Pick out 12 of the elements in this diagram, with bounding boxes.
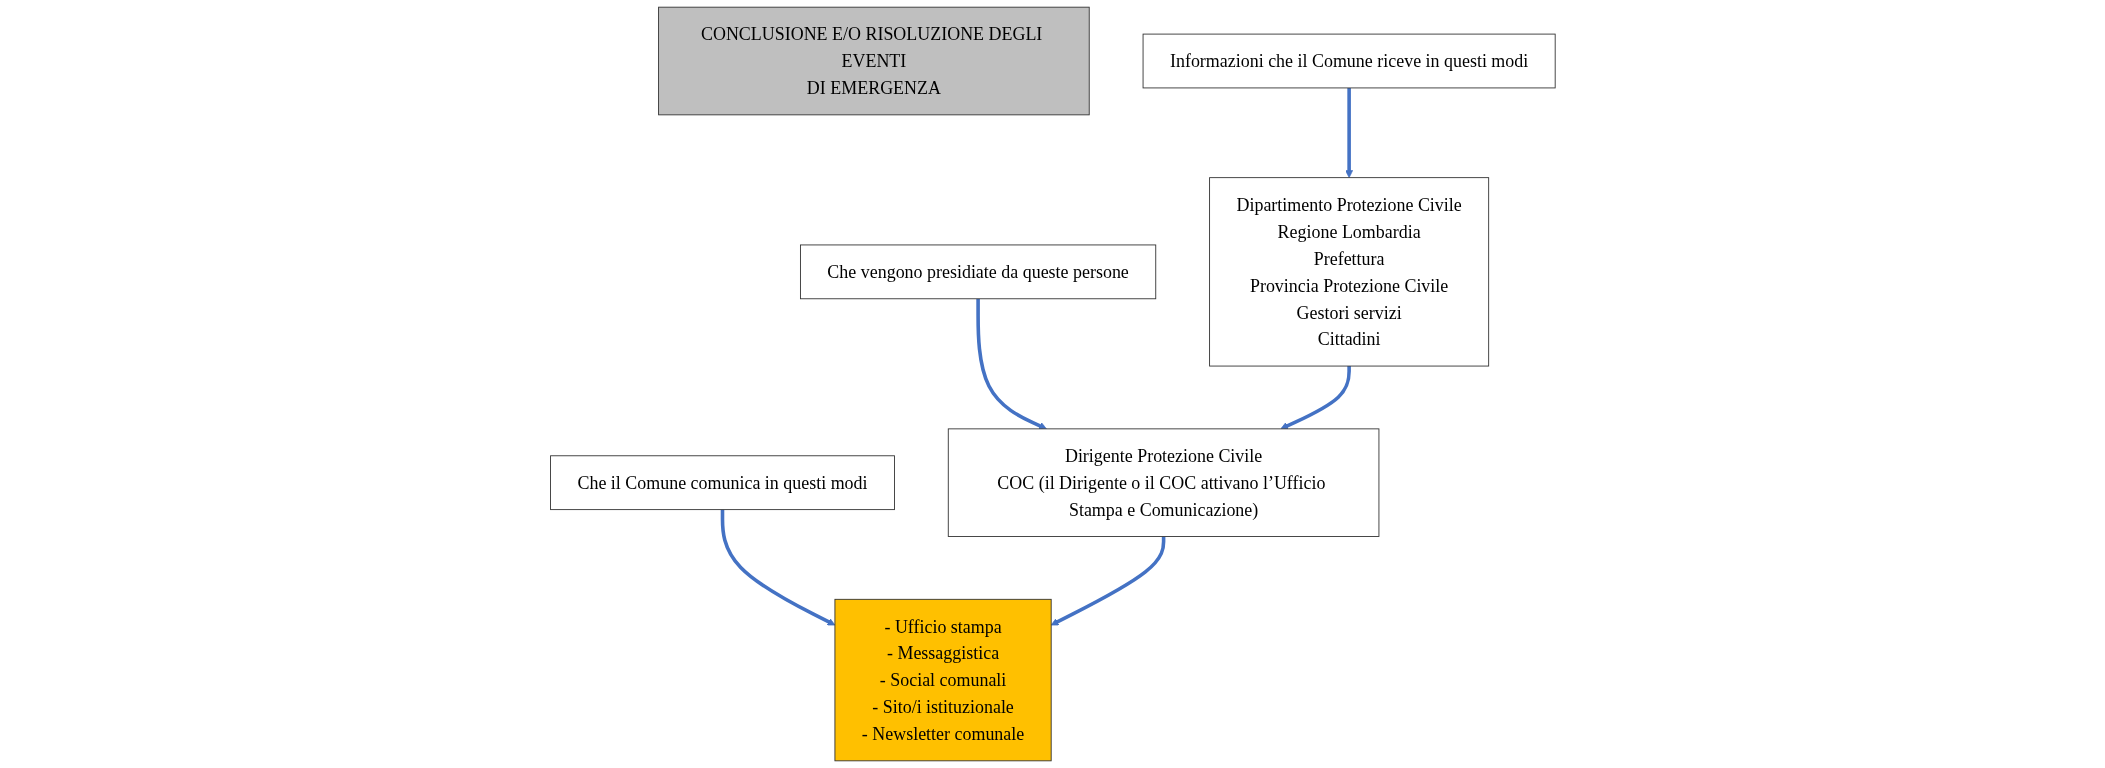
node-box: Dirigente Protezione Civile COC (il Dirigente o il COC attivano l’Ufficio Stampa e Comunicazione) (947, 428, 1379, 537)
node-box: Che il Comune comunica in questi modi (549, 455, 895, 511)
node-box: Che vengono presidiate da queste persone (799, 244, 1156, 300)
arrow (1280, 366, 1351, 430)
node-box: CONCLUSIONE E/O RISOLUZIONE DEGLI EVENTI DI EMERGENZA (657, 6, 1090, 116)
node-box: - Ufficio stampa - Messaggistica - Social comunali - Sito/i istituzionale - Newsletter comunale (834, 598, 1052, 762)
arrow (1344, 87, 1353, 178)
arrow (720, 509, 835, 626)
node-box: Informazioni che il Comune riceve in questi modi (1142, 33, 1556, 89)
arrow (975, 298, 1047, 430)
node-box: Dipartimento Protezione Civile Regione Lombardia Prefettura Provincia Protezione Civile Gestori servizi Cittadini (1208, 177, 1489, 367)
arrow (1050, 536, 1166, 626)
